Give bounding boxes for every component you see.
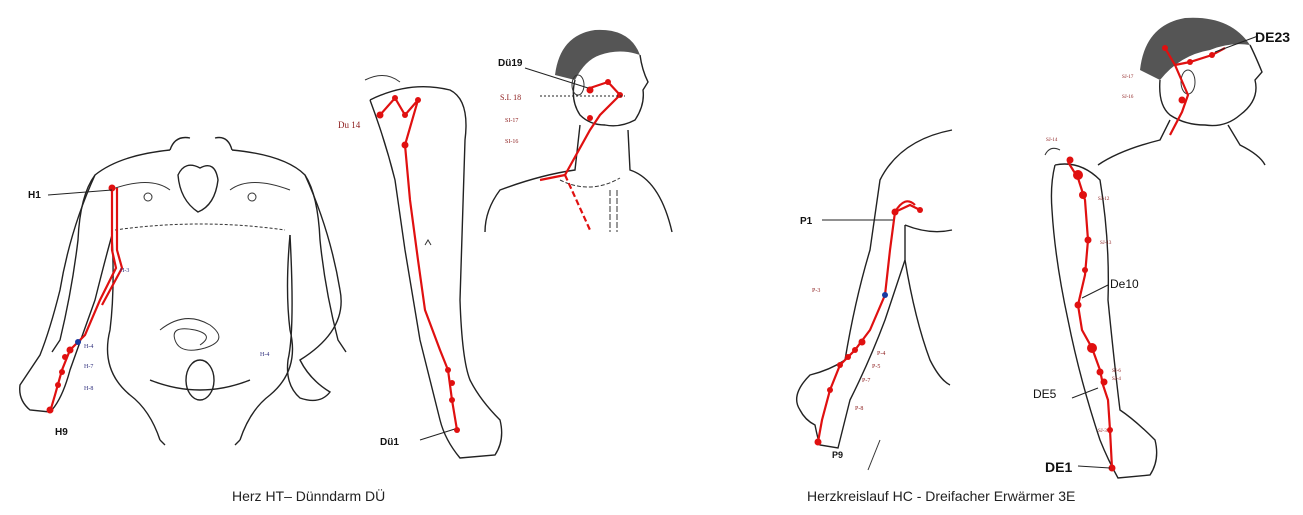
label-p5: P-5 (872, 364, 880, 370)
small-intestine-head-figure: Dü19 S.I. 18 SI-17 SI-16 (485, 30, 672, 232)
label-p1: P1 (800, 216, 813, 227)
triple-warmer-figure: DE23 SJ-17 SJ-16 SJ-14 SJ-12 SJ-13 SJ-6 … (1033, 18, 1290, 478)
label-de10: De10 (1110, 277, 1139, 291)
label-h8: H-8 (84, 386, 93, 392)
label-p9: P9 (832, 450, 843, 460)
label-sj13: SJ-13 (1100, 241, 1112, 246)
label-sj14: SJ-14 (1046, 138, 1058, 143)
label-si16: SI-16 (505, 139, 518, 145)
label-sj16: SJ-16 (1122, 95, 1134, 100)
label-h4-right: H-4 (260, 352, 269, 358)
label-du19: Dü19 (498, 58, 523, 69)
pericardium-arm-figure: P1 P-3 P-4 P-5 P-7 P-8 P9 (797, 130, 952, 470)
label-h4: H-4 (84, 344, 93, 350)
label-p7: P-7 (862, 378, 870, 384)
label-sj6: SJ-6 (1112, 369, 1121, 374)
label-h3: H-3 (120, 268, 129, 274)
label-p3: P-3 (812, 288, 820, 294)
caption-heart-small-intestine: Herz HT– Dünndarm DÜ (232, 488, 385, 504)
label-de5: DE5 (1033, 387, 1057, 401)
label-sj3: SJ-3 (1098, 429, 1107, 434)
label-de23: DE23 (1255, 29, 1290, 45)
label-p8: P-8 (855, 406, 863, 412)
label-p4: P-4 (877, 351, 885, 357)
label-du1: Dü1 (380, 437, 399, 448)
label-sj4: SJ-4 (1112, 377, 1121, 382)
label-h7: H-7 (84, 364, 93, 370)
label-si17: SI-17 (505, 118, 518, 124)
label-sj12: SJ-12 (1098, 197, 1110, 202)
label-sj17: SJ-17 (1122, 75, 1134, 80)
label-h9: H9 (55, 427, 68, 438)
label-de1: DE1 (1045, 459, 1072, 475)
label-si18: S.I. 18 (500, 93, 521, 102)
label-du14: Du 14 (338, 120, 361, 130)
heart-meridian-figure: H1 H9 H-3 H-4 H-7 H-8 H-4 (20, 138, 346, 446)
label-h1: H1 (28, 190, 41, 201)
caption-pericardium-triple-warmer: Herzkreislauf HC - Dreifacher Erwärmer 3… (807, 488, 1075, 504)
small-intestine-arm-figure: Du 14 Dü1 (338, 75, 502, 458)
